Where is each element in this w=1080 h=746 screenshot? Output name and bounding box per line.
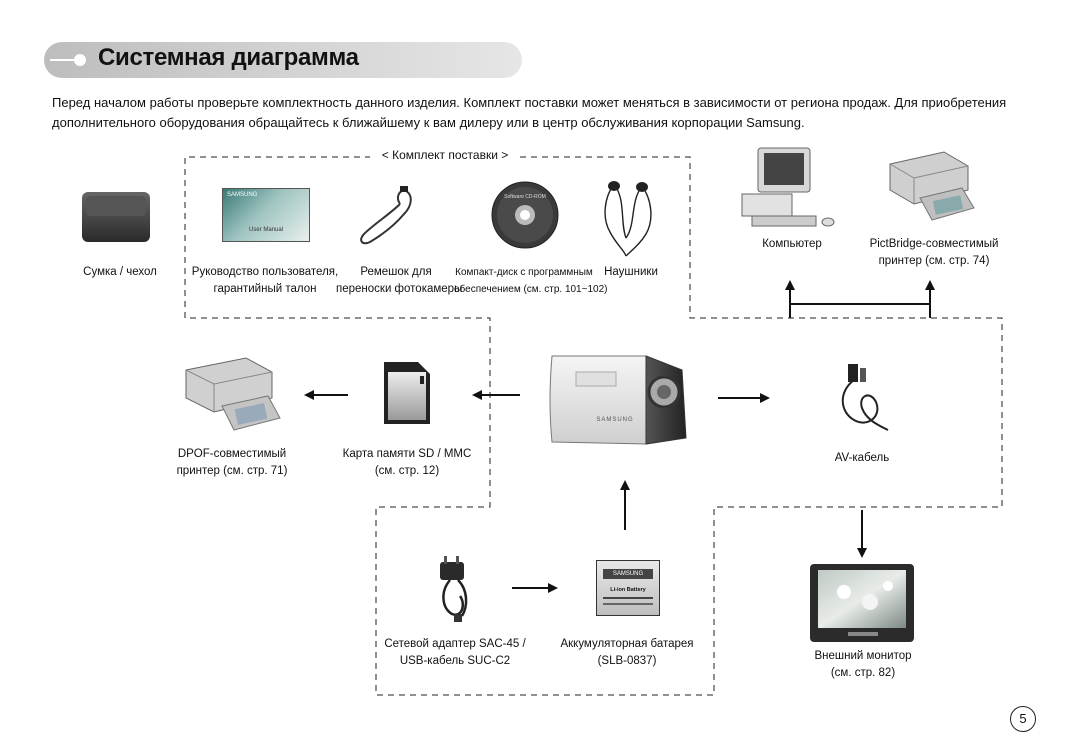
adapter-image	[440, 556, 468, 622]
strap-label-line-2: переноски фотокамеры	[336, 283, 463, 295]
card-label-line-1: Карта памяти SD / MMC	[342, 448, 472, 460]
dpof-label: DPOF-совместимый принтер (см. стр. 71)	[172, 446, 292, 480]
camera-brand: SAMSUNG	[596, 417, 634, 423]
dpof-printer-image	[185, 357, 281, 431]
manual-brand: SAMSUNG	[227, 192, 258, 198]
page-title: Системная диаграмма	[98, 44, 359, 71]
card-label-line-2: (см. стр. 12)	[374, 465, 440, 477]
manual-label-line-1: Руководство пользователя,	[191, 266, 339, 278]
kit-title: < Комплект поставки >	[370, 148, 520, 162]
battery-label-line-2: (SLB-0837)	[597, 655, 657, 667]
monitor-label-line-1: Внешний монитор	[814, 650, 912, 662]
card-label: Карта памяти SD / MMC (см. стр. 12)	[334, 446, 480, 480]
sd-card-image	[384, 362, 430, 424]
cd-label-line-1: Компакт-диск с программным	[455, 267, 593, 278]
adapter-label-line-1: Сетевой адаптер SAC-45 /	[384, 638, 526, 650]
earphones-image	[604, 181, 652, 257]
battery-stripe	[603, 597, 653, 599]
manual-label-line-2: гарантийный талон	[213, 283, 317, 295]
pictbridge-label-line-1: PictBridge-совместимый	[869, 238, 999, 250]
cd-disc-text: Software CD-ROM	[504, 194, 546, 200]
av-cable-image	[841, 364, 889, 431]
earphones-label: Наушники	[604, 266, 658, 278]
camera-image	[549, 355, 687, 445]
intro-paragraph: Перед началом работы проверьте комплектн…	[52, 93, 1052, 133]
monitor-label: Внешний монитор (см. стр. 82)	[808, 648, 918, 682]
strap-label: Ремешок для переноски фотокамеры	[336, 264, 463, 298]
case-image	[82, 192, 150, 242]
intro-line-1: Перед началом работы проверьте комплектн…	[52, 95, 1007, 110]
adapter-label-line-2: USB-кабель SUC-C2	[399, 655, 511, 667]
dpof-label-line-1: DPOF-совместимый	[177, 448, 287, 460]
battery-label: Аккумуляторная батарея (SLB-0837)	[556, 636, 698, 670]
adapter-label: Сетевой адаптер SAC-45 / USB-кабель SUC-…	[380, 636, 530, 670]
cd-label-line-2: обеспечением (см. стр. 101~102)	[454, 284, 608, 295]
cd-image	[491, 181, 559, 249]
computer-label: Компьютер	[762, 238, 822, 250]
header-bullet-icon	[50, 54, 86, 66]
manual-image: SAMSUNG User Manual	[222, 188, 310, 242]
av-label: AV-кабель	[834, 452, 890, 464]
computer-image	[741, 147, 835, 227]
pictbridge-label-line-2: принтер (см. стр. 74)	[878, 255, 990, 267]
strap-label-line-1: Ремешок для	[360, 266, 432, 278]
manual-cover-text: User Manual	[248, 227, 283, 233]
battery-stripe	[603, 603, 653, 605]
battery-image: SAMSUNG Li-ion Battery	[596, 560, 660, 616]
page-number: 5	[1010, 706, 1036, 732]
case-label: Сумка / чехол	[83, 266, 157, 278]
section-header-bar	[44, 42, 522, 78]
intro-line-2: дополнительного оборудования обращайтесь…	[52, 115, 805, 130]
monitor-image	[810, 564, 914, 642]
manual-label: Руководство пользователя, гарантийный та…	[190, 264, 340, 298]
pictbridge-label: PictBridge-совместимый принтер (см. стр.…	[864, 236, 1004, 270]
pictbridge-printer-image	[889, 151, 975, 221]
battery-label-line-1: Аккумуляторная батарея	[560, 638, 694, 650]
dpof-label-line-2: принтер (см. стр. 71)	[176, 465, 288, 477]
battery-type-text: Li-ion Battery	[610, 587, 646, 593]
monitor-label-line-2: (см. стр. 82)	[830, 667, 896, 679]
cd-label: Компакт-диск с программным обеспечением …	[454, 264, 608, 298]
strap-image	[360, 186, 412, 245]
battery-brand: SAMSUNG	[603, 569, 653, 579]
